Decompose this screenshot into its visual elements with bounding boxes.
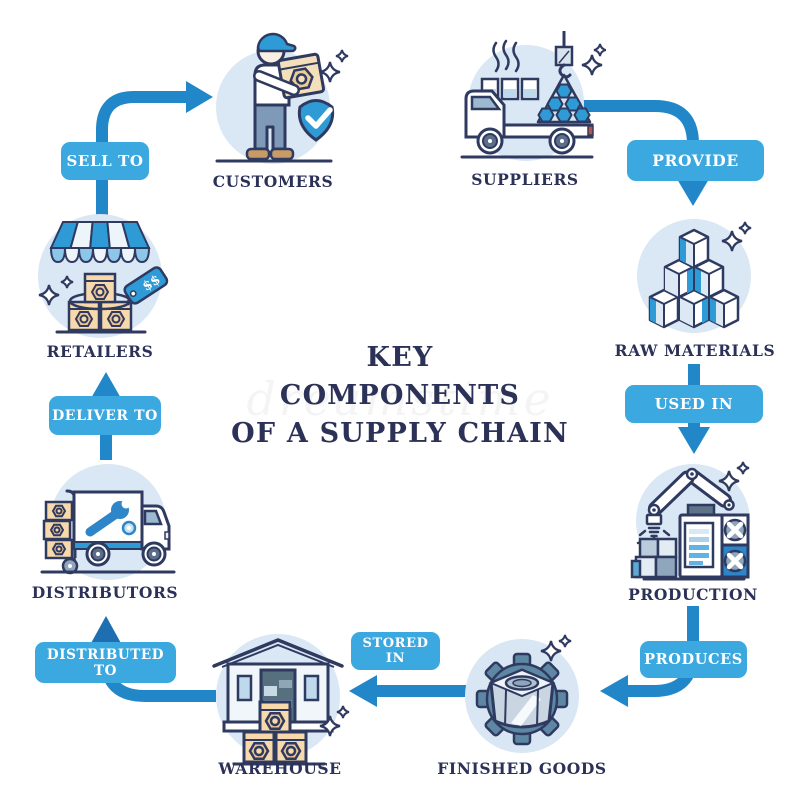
flow-label-sell-to: SELL TO: [61, 142, 149, 180]
arrow-sell-to: [96, 91, 186, 236]
node-label-raw-materials: RAW MATERIALS: [614, 341, 776, 360]
node-label-suppliers: SUPPLIERS: [471, 170, 579, 189]
flow-label-produces: PRODUCES: [640, 641, 747, 678]
hex-nut: [488, 668, 556, 729]
sparkle-icon: [581, 54, 603, 76]
node-label-retailers: RETAILERS: [46, 342, 154, 361]
page-title: KEY COMPONENTS OF A SUPPLY CHAIN: [0, 339, 800, 453]
flatbed-truck: [464, 89, 594, 155]
sparkle-icon: [540, 640, 562, 662]
title-line-1: KEY: [366, 342, 434, 373]
steam-lines: [492, 39, 520, 73]
node-label-production: PRODUCTION: [628, 585, 758, 604]
material-boxes: [630, 537, 678, 579]
arrowhead-used-in: [678, 427, 710, 454]
handcart-boxes: [42, 500, 74, 560]
machine-cabinet: [678, 503, 750, 579]
retail-boxes: [67, 272, 133, 332]
net-of-materials: [536, 73, 592, 124]
sparkle-icon: [738, 221, 752, 235]
flow-label-distributed-to: DISTRIBUTED TO: [35, 642, 176, 683]
price-tag-icon: $$: [123, 266, 169, 306]
stacked-boxes: [242, 700, 308, 764]
sparkle-icon: [319, 715, 341, 737]
box-truck: [72, 490, 171, 567]
flow-label-provide: PROVIDE: [627, 140, 764, 181]
arrowhead-distributed-to: [90, 616, 122, 645]
arrowhead-sell-to: [186, 81, 213, 113]
sparkle-icon: [336, 705, 350, 719]
arrowhead-deliver-to: [90, 372, 122, 400]
store-awning: [49, 221, 151, 264]
sparkle-icon: [335, 49, 349, 63]
sparkle-icon: [38, 284, 60, 306]
hex-block-pile-icon: [637, 219, 752, 333]
node-label-finished-goods: FINISHED GOODS: [437, 759, 607, 778]
arrowhead-provide: [677, 179, 709, 206]
supplier-truck-crane-icon: [460, 31, 606, 161]
flow-label-deliver-to: DELIVER TO: [49, 396, 161, 435]
robotic-arm-machine-icon: [630, 461, 750, 581]
title-line-3: OF A SUPPLY CHAIN: [231, 418, 569, 449]
drill-head: [645, 513, 663, 526]
sparkle-icon: [558, 634, 572, 648]
hex-blocks: [648, 228, 740, 329]
sparkle-icon: [319, 61, 341, 83]
cap: [256, 32, 297, 53]
window: [236, 674, 253, 702]
title-line-2: COMPONENTS: [279, 380, 521, 411]
delivery-truck-icon: [40, 464, 176, 580]
crane-hook-icon: [554, 31, 574, 79]
arrowhead-stored-in: [349, 675, 377, 707]
sparkle-icon: [60, 275, 74, 289]
sparkle-icon: [721, 230, 743, 252]
wrench-icon: [85, 499, 137, 537]
node-label-warehouse: WAREHOUSE: [218, 759, 342, 778]
node-label-customers: CUSTOMERS: [212, 172, 334, 191]
node-label-distributors: DISTRIBUTORS: [31, 583, 179, 602]
sparkle-icon: [736, 461, 750, 475]
nut-and-gear-icon: [465, 634, 579, 753]
flow-label-stored-in: STORED IN: [351, 632, 440, 670]
watermark: dreamstime: [246, 372, 554, 426]
flow-label-used-in: USED IN: [625, 385, 763, 423]
arm: [255, 72, 298, 94]
sparkle-icon: [593, 43, 606, 57]
cab-window: [143, 509, 163, 526]
storefront-awning-icon: $$: [38, 214, 169, 338]
arrowhead-produces: [600, 675, 628, 707]
customer-holding-box-icon: [215, 32, 349, 164]
window: [303, 674, 320, 702]
check-shield-icon: [297, 99, 335, 142]
sparkle-icon: [718, 470, 740, 492]
warehouse-building-icon: [212, 634, 350, 766]
